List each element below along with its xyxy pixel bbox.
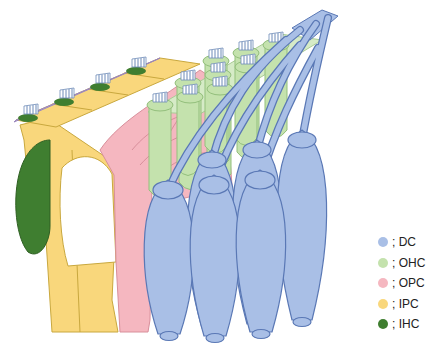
legend-swatch: [378, 258, 388, 268]
lamina-edge: [14, 58, 160, 122]
deiters-cells: [144, 130, 326, 343]
legend: ; DC ; OHC ; OPC ; IPC ; IHC: [378, 232, 448, 335]
hair-bundle: [96, 73, 110, 83]
legend-item: ; IPC: [378, 294, 448, 315]
hair-bundle: [209, 48, 223, 58]
hair-bundle: [213, 76, 227, 86]
deiters-cup: [288, 132, 316, 148]
deiters-cell: [190, 175, 239, 336]
hair-bundle: [181, 70, 195, 80]
legend-text: ; OHC: [392, 256, 425, 270]
legend-text: ; IPC: [392, 297, 419, 311]
hair-bundle: [241, 54, 255, 64]
legend-item: ; OHC: [378, 253, 448, 274]
hair-bundle: [153, 92, 167, 102]
deiters-cup: [243, 142, 271, 158]
legend-item: ; OPC: [378, 273, 448, 294]
inner-hair-cell-head: [18, 114, 38, 122]
tunnel-of-corti: [60, 157, 116, 266]
deiters-foot: [293, 318, 311, 327]
inner-hair-cell-head: [126, 67, 146, 75]
hair-bundle: [183, 84, 197, 94]
legend-item: ; DC: [378, 232, 448, 253]
deiters-foot: [252, 330, 270, 339]
legend-text: ; OPC: [392, 276, 425, 290]
hair-bundle: [132, 57, 146, 67]
deiters-cup: [153, 181, 183, 199]
hair-bundle: [60, 88, 74, 98]
legend-swatch: [378, 299, 388, 309]
deiters-cup: [245, 171, 275, 189]
legend-swatch: [378, 237, 388, 247]
legend-item: ; IHC: [378, 314, 448, 335]
deiters-cell: [236, 170, 285, 332]
legend-swatch: [378, 278, 388, 288]
deiters-cup: [198, 152, 226, 168]
legend-swatch: [378, 319, 388, 329]
legend-text: ; DC: [392, 235, 416, 249]
inner-hair-cell: [16, 140, 50, 254]
hair-bundle: [239, 40, 253, 50]
legend-text: ; IHC: [392, 317, 419, 331]
hair-bundle: [24, 104, 38, 114]
inner-hair-cell-head: [90, 83, 110, 91]
deiters-foot: [206, 334, 224, 343]
reticular-lamina-plates: [16, 58, 200, 127]
deiters-cell: [144, 180, 193, 334]
deiters-foot: [160, 332, 178, 341]
hair-bundle: [211, 62, 225, 72]
inner-hair-cell-head: [54, 98, 74, 106]
deiters-cup: [199, 176, 229, 194]
